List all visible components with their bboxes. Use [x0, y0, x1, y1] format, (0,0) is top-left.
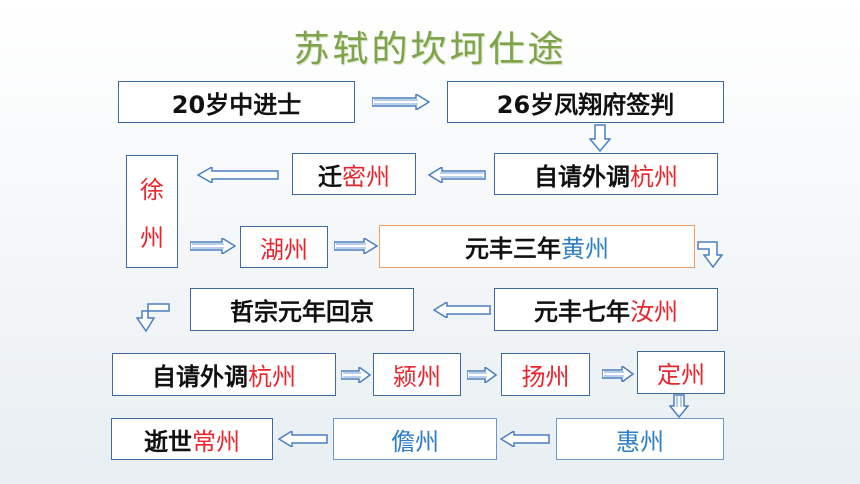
arrow-left-icon	[428, 167, 486, 183]
node-place: 定州	[657, 361, 705, 389]
arrow-right-icon	[467, 367, 497, 383]
node-place: 常州	[192, 427, 240, 456]
node-prefix: 自请外调	[152, 363, 248, 391]
node-place: 杭州	[630, 162, 678, 191]
node-char: 州	[140, 223, 164, 252]
node-ruzhou: 元丰七年汝州	[494, 288, 718, 331]
node-mizhou: 迁密州	[292, 153, 416, 195]
node-prefix: 自请外调	[534, 162, 630, 191]
arrow-right-icon	[602, 366, 634, 382]
node-place: 儋州	[391, 427, 439, 456]
node-huzhou: 湖州	[240, 226, 328, 268]
node-text: 20岁中进士	[171, 90, 302, 119]
node-danzhou: 儋州	[333, 418, 497, 460]
node-place: 扬州	[521, 363, 570, 391]
node-text: 哲宗元年回京	[230, 298, 374, 326]
node-prefix: 迁	[318, 162, 342, 191]
node-hangzhou-1: 自请外调杭州	[494, 153, 718, 195]
node-prefix: 元丰七年	[534, 298, 630, 326]
node-prefix: 逝世	[144, 427, 192, 456]
arrow-right-icon	[334, 238, 378, 254]
node-place: 黄州	[561, 235, 609, 263]
node-place: 湖州	[260, 235, 308, 264]
node-place: 惠州	[616, 427, 664, 456]
arrow-left-icon	[197, 167, 279, 183]
node-char: 徐	[140, 176, 164, 205]
node-place: 颍州	[393, 363, 441, 391]
node-huangzhou: 元丰三年黄州	[379, 225, 695, 268]
node-yingzhou: 颍州	[373, 353, 461, 396]
arrow-right-icon	[372, 94, 430, 110]
node-hangzhou-2: 自请外调杭州	[112, 353, 336, 396]
arrow-down-icon	[589, 124, 611, 152]
page-title: 苏轼的坎坷仕途	[293, 29, 567, 70]
arrow-down-icon	[669, 394, 689, 418]
node-huizhou: 惠州	[556, 418, 724, 460]
arrow-turn-down-icon	[136, 303, 170, 333]
arrow-left-icon	[433, 302, 491, 318]
node-xuzhou: 徐 州	[126, 155, 178, 268]
arrow-left-icon	[500, 431, 550, 447]
arrow-right-icon	[341, 367, 371, 383]
node-place: 密州	[342, 162, 390, 191]
node-yangzhou: 扬州	[501, 353, 590, 396]
node-changzhou: 逝世常州	[111, 418, 273, 460]
arrow-turn-down-icon	[697, 241, 724, 269]
arrow-left-icon	[278, 431, 328, 447]
node-huijing: 哲宗元年回京	[190, 288, 414, 331]
node-jinshi: 20岁中进士	[118, 81, 355, 123]
node-text: 26岁凤翔府签判	[496, 90, 675, 119]
arrow-right-icon	[190, 238, 236, 254]
node-place: 杭州	[248, 363, 296, 391]
node-dingzhou: 定州	[637, 351, 725, 394]
node-prefix: 元丰三年	[465, 235, 561, 263]
node-fengxiang: 26岁凤翔府签判	[447, 81, 724, 123]
node-place: 汝州	[630, 298, 678, 326]
